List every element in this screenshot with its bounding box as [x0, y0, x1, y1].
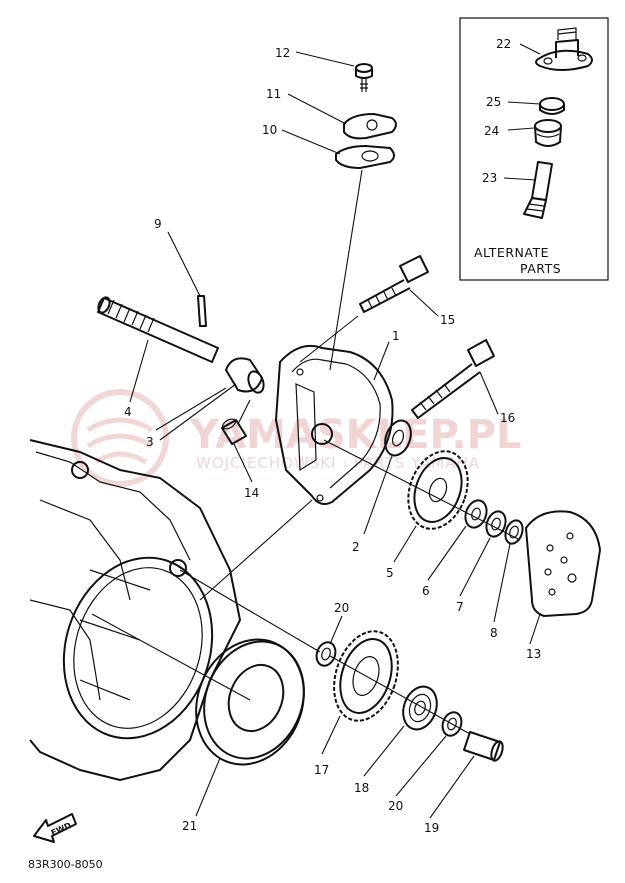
callout-9: 9 — [154, 217, 162, 231]
watermark: YAMASKLEP.PL WOJCIECHOWSKI · PARTS YAMAH… — [71, 389, 521, 487]
callout-24: 24 — [484, 124, 499, 138]
callout-12: 12 — [275, 46, 290, 60]
alternate-label-line2: PARTS — [520, 261, 561, 276]
part-22-fitting — [535, 27, 593, 71]
alternate-parts-box: ALTERNATE PARTS — [459, 17, 609, 281]
part-3-collar — [225, 357, 265, 394]
callout-20-upper: 20 — [334, 601, 349, 615]
watermark-subtitle: WOJCIECHOWSKI · PARTS YAMAHA — [196, 454, 480, 472]
part-1-pump-housing — [275, 344, 394, 505]
callout-21: 21 — [182, 819, 197, 833]
callout-6: 6 — [422, 584, 430, 598]
part-13-plate — [525, 510, 601, 617]
callout-18: 18 — [354, 781, 369, 795]
part-18-bearing — [402, 685, 438, 731]
part-20-washer-upper — [315, 641, 337, 667]
part-8-clip — [504, 519, 524, 545]
alternate-label-line1: ALTERNATE — [474, 245, 549, 260]
part-24-sleeve — [534, 119, 562, 147]
callout-3: 3 — [146, 435, 154, 449]
watermark-title: YAMASKLEP.PL — [189, 412, 521, 458]
part-23-gear-shaft — [523, 161, 553, 219]
part-14-dowel — [221, 418, 247, 445]
part-5-gear — [407, 450, 469, 530]
part-2-washer — [384, 419, 412, 457]
callout-19: 19 — [424, 821, 439, 835]
callout-22: 22 — [496, 37, 511, 51]
callout-20-lower: 20 — [388, 799, 403, 813]
fwd-arrow-icon: FWD — [33, 813, 77, 843]
part-15-bolt — [359, 255, 429, 313]
callout-2: 2 — [352, 540, 360, 554]
callout-14: 14 — [244, 486, 259, 500]
part-4-worm-shaft — [97, 296, 219, 363]
callout-numbers: 1 2 3 4 5 6 7 8 9 10 11 12 13 14 15 16 1… — [124, 37, 541, 835]
callout-25: 25 — [486, 95, 501, 109]
callout-16: 16 — [500, 411, 515, 425]
callout-4: 4 — [124, 405, 132, 419]
part-7-washer — [485, 510, 507, 538]
callout-5: 5 — [386, 566, 394, 580]
part-16-bolt — [411, 339, 495, 419]
part-10-gasket — [335, 145, 395, 169]
part-9-pin — [197, 295, 207, 327]
part-6-washer — [464, 499, 488, 529]
part-19-pin — [463, 731, 504, 762]
part-21-seal — [195, 638, 305, 766]
callout-23: 23 — [482, 171, 497, 185]
callout-10: 10 — [262, 123, 277, 137]
callout-11: 11 — [266, 87, 281, 101]
part-17-gear — [333, 630, 399, 722]
watermark-logo — [71, 389, 169, 487]
part-12-screw — [355, 63, 373, 92]
crankcase — [29, 439, 241, 781]
callout-13: 13 — [526, 647, 541, 661]
callout-17: 17 — [314, 763, 329, 777]
assembly-lines — [91, 169, 521, 735]
callout-1: 1 — [392, 329, 400, 343]
part-25-nut — [539, 97, 565, 115]
part-11-cover — [343, 113, 397, 140]
callout-7: 7 — [456, 600, 464, 614]
callout-leaders — [129, 43, 541, 819]
callout-8: 8 — [490, 626, 498, 640]
part-20-washer-lower — [441, 711, 463, 737]
drawing-code: 83R300-8050 — [28, 858, 103, 871]
callout-15: 15 — [440, 313, 455, 327]
